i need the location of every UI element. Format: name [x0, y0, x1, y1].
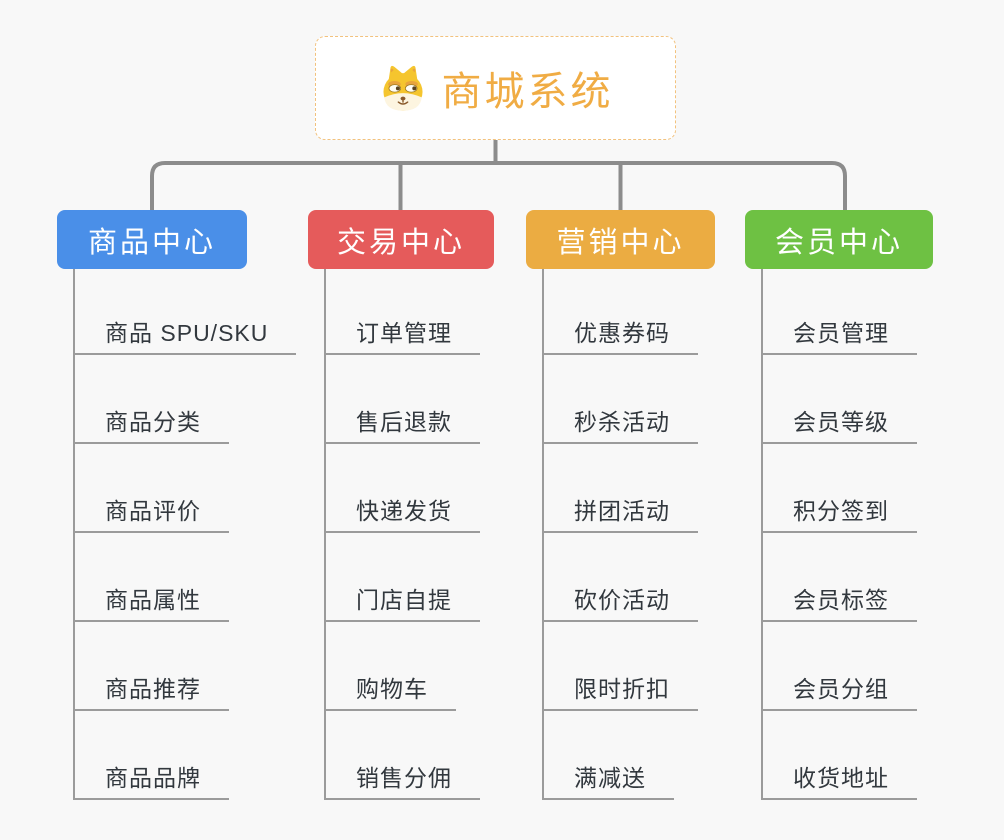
leaf-node[interactable]: 会员标签: [763, 533, 917, 622]
leaf-node[interactable]: 购物车: [326, 622, 456, 711]
branch-leaf-column: 会员管理会员等级积分签到会员标签会员分组收货地址: [761, 269, 917, 800]
leaf-node[interactable]: 商品 SPU/SKU: [75, 269, 297, 355]
branch-leaf-column: 订单管理售后退款快递发货门店自提购物车销售分佣: [324, 269, 480, 800]
root-node[interactable]: 商城系统: [315, 36, 676, 140]
leaf-node[interactable]: 收货地址: [763, 711, 917, 800]
leaf-node[interactable]: 商品品牌: [75, 711, 229, 800]
leaf-node[interactable]: 优惠券码: [544, 269, 698, 355]
leaf-node[interactable]: 门店自提: [326, 533, 480, 622]
leaf-node[interactable]: 商品属性: [75, 533, 229, 622]
leaf-node[interactable]: 销售分佣: [326, 711, 480, 800]
branch-leaf-column: 优惠券码秒杀活动拼团活动砍价活动限时折扣满减送: [542, 269, 698, 800]
branch-label: 商品中心: [87, 226, 216, 259]
leaf-node[interactable]: 限时折扣: [544, 622, 698, 711]
leaf-node[interactable]: 售后退款: [326, 355, 480, 444]
leaf-node[interactable]: 商品推荐: [75, 622, 229, 711]
leaf-node[interactable]: 会员等级: [763, 355, 917, 444]
branch-node[interactable]: 营销中心: [526, 210, 715, 269]
branch-label: 营销中心: [556, 226, 685, 259]
doge-icon: [378, 63, 428, 113]
leaf-node[interactable]: 快递发货: [326, 444, 480, 533]
leaf-node[interactable]: 满减送: [544, 711, 674, 800]
leaf-node[interactable]: 会员管理: [763, 269, 917, 355]
leaf-node[interactable]: 订单管理: [326, 269, 480, 355]
branch-node[interactable]: 交易中心: [308, 210, 494, 269]
leaf-node[interactable]: 商品评价: [75, 444, 229, 533]
leaf-node[interactable]: 拼团活动: [544, 444, 698, 533]
leaf-node[interactable]: 商品分类: [75, 355, 229, 444]
leaf-node[interactable]: 砍价活动: [544, 533, 698, 622]
leaf-node[interactable]: 秒杀活动: [544, 355, 698, 444]
leaf-node[interactable]: 积分签到: [763, 444, 917, 533]
leaf-node[interactable]: 会员分组: [763, 622, 917, 711]
branch-node[interactable]: 商品中心: [57, 210, 247, 269]
root-title: 商城系统: [441, 70, 614, 114]
branch-label: 交易中心: [336, 226, 465, 259]
branch-label: 会员中心: [774, 226, 903, 259]
branch-node[interactable]: 会员中心: [745, 210, 933, 269]
